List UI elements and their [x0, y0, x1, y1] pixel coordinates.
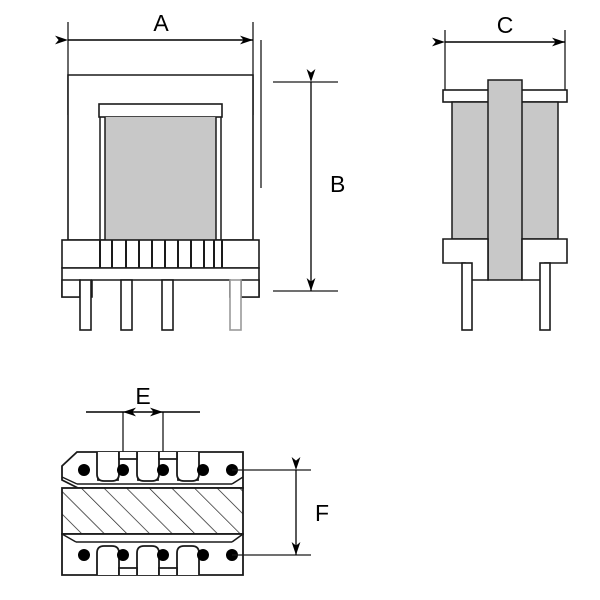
front-view-core-block	[105, 117, 216, 240]
bottom-view: E	[61, 383, 329, 576]
front-view-bottom-flange	[61, 239, 260, 269]
front-view-comb-fingers	[99, 240, 223, 268]
side-view-center-core-leg	[487, 79, 523, 281]
dimension-label-C: C	[497, 12, 514, 38]
front-view: A	[55, 10, 345, 331]
front-view-pin	[229, 279, 242, 331]
pin-dot	[197, 549, 209, 561]
front-view-pin	[120, 279, 133, 331]
bottom-view-lower-pin-dots	[78, 549, 238, 561]
side-view: C	[432, 12, 568, 331]
front-view-right-tab	[240, 279, 260, 298]
dimension-label-E: E	[135, 383, 150, 409]
bottom-view-lower-notches	[96, 545, 200, 575]
side-view-pin	[461, 262, 473, 331]
pin-dot	[157, 464, 169, 476]
bottom-view-section-hatch	[61, 487, 244, 535]
front-view-left-tab	[61, 279, 81, 298]
bottom-view-upper-pin-dots	[78, 464, 238, 476]
pin-dot	[157, 549, 169, 561]
side-view-right-winding	[519, 101, 559, 240]
dimension-line-C: C	[432, 12, 565, 47]
pin-dot	[78, 549, 90, 561]
pin-dot	[117, 464, 129, 476]
front-view-pins	[79, 279, 242, 331]
side-view-left-winding	[451, 101, 491, 240]
dimension-line-E: E	[86, 383, 200, 417]
dimension-label-A: A	[153, 10, 169, 36]
front-view-pin	[161, 279, 174, 331]
pin-dot	[197, 464, 209, 476]
side-view-pin	[539, 262, 551, 331]
dimension-label-F: F	[315, 500, 329, 526]
bottom-view-upper-notches	[61, 452, 244, 485]
bottom-view-lower-rail-edges	[61, 533, 244, 543]
dimension-label-B: B	[330, 171, 345, 197]
front-view-top-flange	[98, 103, 223, 118]
pin-dot	[117, 549, 129, 561]
dimension-line-A: A	[55, 10, 253, 45]
pin-dot	[78, 464, 90, 476]
front-view-pin	[79, 279, 92, 331]
dimension-line-F: F	[291, 457, 329, 555]
dimension-line-B: B	[273, 69, 345, 292]
